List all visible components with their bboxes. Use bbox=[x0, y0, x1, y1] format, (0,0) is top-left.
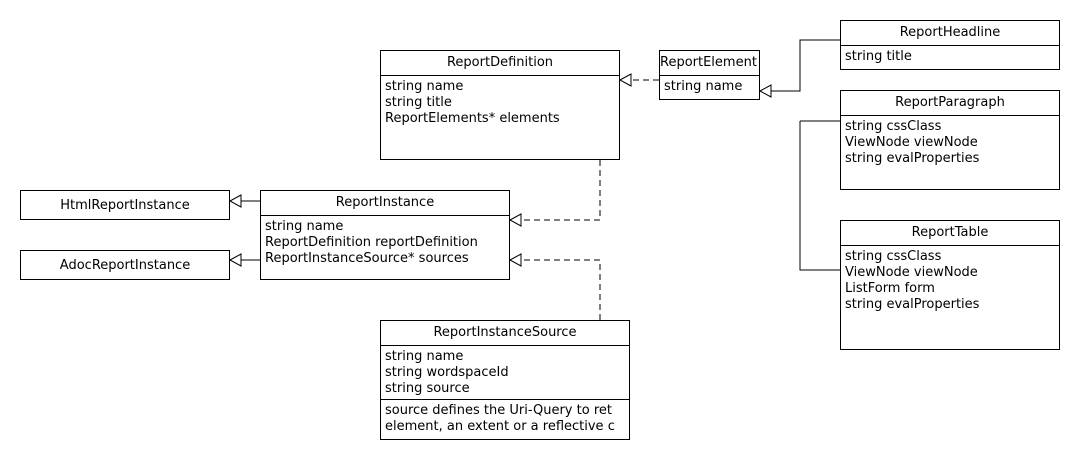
attribute-list: string cssClass ViewNode viewNode ListFo… bbox=[841, 246, 1059, 313]
notes-section: source defines the Uri-Query to ret elem… bbox=[381, 399, 629, 435]
attribute: string cssClass bbox=[845, 119, 942, 134]
dependency-definition-to-instance bbox=[521, 160, 601, 221]
class-report-instance[interactable]: ReportInstance string name ReportDefinit… bbox=[260, 190, 510, 280]
attribute-list: string title bbox=[841, 46, 1059, 65]
note-line: source defines the Uri-Query to ret bbox=[385, 403, 612, 418]
attribute-list: string name string title ReportElements*… bbox=[381, 76, 619, 127]
class-report-paragraph[interactable]: ReportParagraph string cssClass ViewNode… bbox=[840, 90, 1060, 190]
hollow-arrowhead bbox=[228, 253, 242, 267]
attribute-list: string name string wordspaceId string so… bbox=[381, 346, 629, 399]
class-report-table[interactable]: ReportTable string cssClass ViewNode vie… bbox=[840, 220, 1060, 350]
attribute: string title bbox=[845, 49, 912, 64]
class-name: ReportDefinition bbox=[381, 51, 619, 76]
class-adoc-report-instance[interactable]: AdocReportInstance bbox=[20, 250, 230, 280]
attribute: string name bbox=[265, 219, 344, 234]
attribute: ViewNode viewNode bbox=[845, 135, 978, 150]
attribute: string name bbox=[664, 79, 743, 94]
hollow-arrowhead bbox=[508, 213, 522, 227]
class-name: ReportInstanceSource bbox=[381, 321, 629, 346]
attribute: ReportDefinition reportDefinition bbox=[265, 235, 478, 250]
class-name: ReportParagraph bbox=[841, 91, 1059, 116]
hollow-arrowhead bbox=[758, 84, 772, 98]
attribute: string cssClass bbox=[845, 249, 942, 264]
class-name: AdocReportInstance bbox=[59, 257, 191, 273]
class-name: ReportInstance bbox=[261, 191, 509, 216]
hollow-arrowhead bbox=[508, 253, 522, 267]
attribute: ListForm form bbox=[845, 281, 935, 296]
attribute: ReportElements* elements bbox=[385, 111, 560, 126]
class-report-headline[interactable]: ReportHeadline string title bbox=[840, 20, 1060, 70]
generalization-headline-to-element bbox=[771, 39, 840, 92]
generalization-table-to-element bbox=[799, 121, 840, 271]
note-line: element, an extent or a reflective c bbox=[385, 419, 615, 434]
attribute-list: string name bbox=[660, 76, 759, 95]
attribute: string source bbox=[385, 381, 470, 396]
attribute: ViewNode viewNode bbox=[845, 265, 978, 280]
class-report-element[interactable]: ReportElement string name bbox=[659, 50, 760, 100]
attribute: string wordspaceId bbox=[385, 365, 509, 380]
attribute: string evalProperties bbox=[845, 297, 980, 312]
attribute: string title bbox=[385, 95, 452, 110]
class-name: HtmlReportInstance bbox=[60, 197, 190, 213]
attribute: string evalProperties bbox=[845, 151, 980, 166]
class-report-instance-source[interactable]: ReportInstanceSource string name string … bbox=[380, 320, 630, 440]
attribute: string name bbox=[385, 79, 464, 94]
dependency-source-to-instance bbox=[521, 259, 601, 320]
hollow-arrowhead bbox=[618, 73, 632, 87]
attribute-list: string cssClass ViewNode viewNode string… bbox=[841, 116, 1059, 167]
class-name: ReportTable bbox=[841, 221, 1059, 246]
class-name: ReportHeadline bbox=[841, 21, 1059, 46]
hollow-arrowhead bbox=[228, 194, 242, 208]
class-report-definition[interactable]: ReportDefinition string name string titl… bbox=[380, 50, 620, 160]
class-name: ReportElement bbox=[660, 51, 759, 76]
attribute: string name bbox=[385, 349, 464, 364]
attribute-list: string name ReportDefinition reportDefin… bbox=[261, 216, 509, 267]
attribute: ReportInstanceSource* sources bbox=[265, 251, 469, 266]
class-html-report-instance[interactable]: HtmlReportInstance bbox=[20, 190, 230, 220]
